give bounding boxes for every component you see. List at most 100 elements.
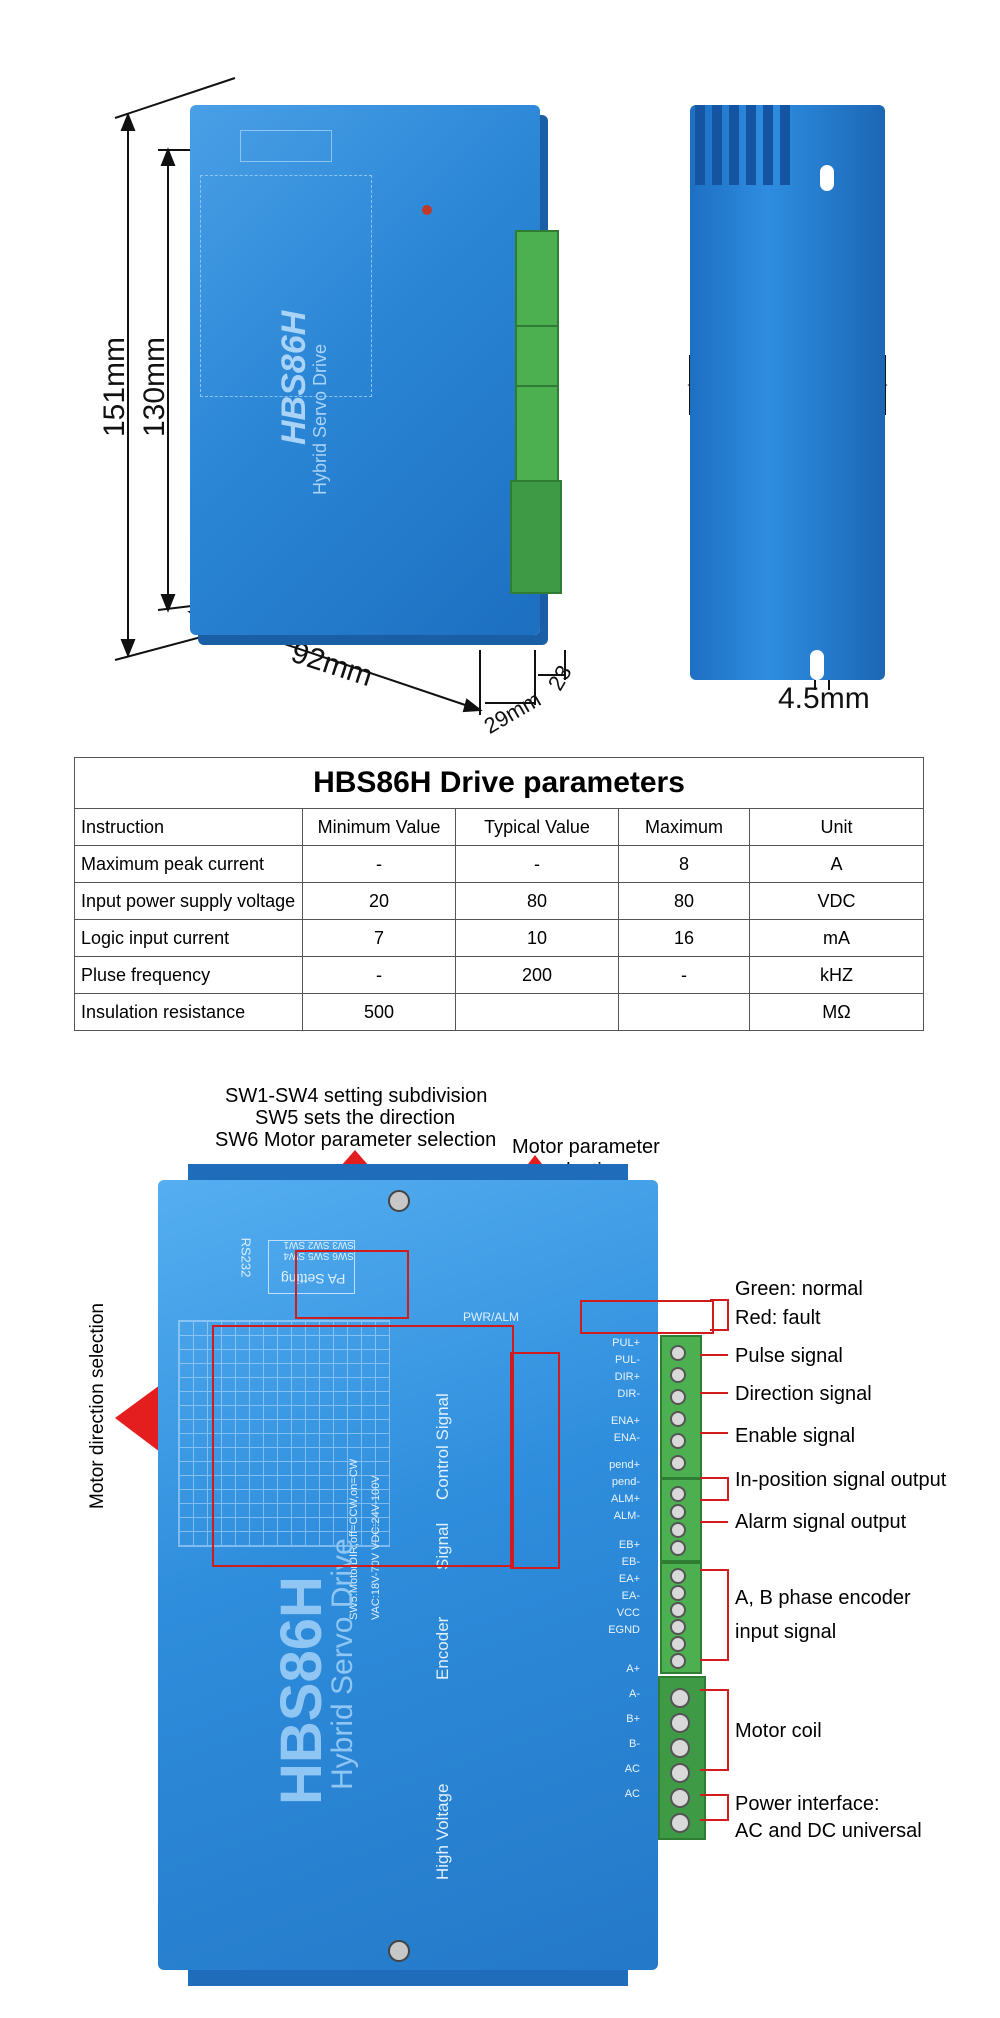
motor-coil-note: Motor coil <box>735 1720 822 1742</box>
pa-setting-highlight <box>295 1250 409 1319</box>
table-row: Logic input current 7 10 16 mA <box>74 919 924 957</box>
pin-label: EB- <box>621 1556 640 1568</box>
led-green-note: Green: normal <box>735 1278 863 1300</box>
pin-label: A+ <box>626 1663 640 1675</box>
terminal-block-control <box>515 230 559 329</box>
in-position-note: In-position signal output <box>735 1469 947 1491</box>
pin-label: ENA- <box>613 1432 640 1444</box>
caption-sw5: SW5 sets the direction <box>255 1107 456 1129</box>
drive-side-view <box>690 105 885 680</box>
pa-setting-panel: SW6 SW5 SW4 SW3 SW2 SW1 PA Setting <box>268 1239 355 1294</box>
drive-subtitle: Hybrid Servo Drive <box>310 343 330 495</box>
drive-subtitle-large: Hybrid Servo Drive <box>326 1538 359 1790</box>
cell: - <box>455 845 619 883</box>
cell: 80 <box>455 882 619 920</box>
caption-motor-param-1: Motor parameter <box>512 1136 660 1158</box>
cell: - <box>302 845 456 883</box>
drive-model-large: HBS86H <box>269 1576 334 1805</box>
cell: Input power supply voltage <box>74 882 303 920</box>
drive-front-view: HBS86H Hybrid Servo Drive <box>190 105 540 635</box>
rs232-label: RS232 <box>238 1237 254 1278</box>
bottom-screw-icon <box>388 1940 410 1962</box>
pin-label: ENA+ <box>610 1415 640 1427</box>
pulse-table-outline <box>200 175 372 397</box>
pin-label: B+ <box>626 1713 640 1725</box>
cell: - <box>302 956 456 994</box>
voltage-note-highlight <box>510 1352 560 1569</box>
pin-label: DIR+ <box>614 1371 640 1383</box>
cell: 20 <box>302 882 456 920</box>
terminal-block-power <box>510 480 562 594</box>
pin-label: PUL+ <box>612 1337 640 1349</box>
top-flange <box>188 1164 628 1180</box>
header-typical: Typical Value <box>455 808 619 846</box>
header-unit: Unit <box>749 808 924 846</box>
table-row: Insulation resistance 500 MΩ <box>74 993 924 1031</box>
pulse-signal-note: Pulse signal <box>735 1345 843 1367</box>
pin-label: EA+ <box>618 1573 640 1585</box>
pin-label: pend+ <box>609 1459 640 1471</box>
pin-label: AC <box>624 1763 640 1775</box>
power-interface-note-2: AC and DC universal <box>735 1820 922 1842</box>
table-row: Input power supply voltage 20 80 80 VDC <box>74 882 924 920</box>
cell: 16 <box>618 919 750 957</box>
pulse-table-highlight <box>212 1325 514 1567</box>
top-screw-icon <box>388 1190 410 1212</box>
pulse-rev-table <box>178 1320 390 1547</box>
pwr-alm-highlight <box>580 1300 714 1334</box>
terminal-block-signal <box>515 325 559 389</box>
cell: 80 <box>618 882 750 920</box>
pin-label: B- <box>629 1738 640 1750</box>
led-red-note: Red: fault <box>735 1307 821 1329</box>
cell: - <box>618 956 750 994</box>
terminal-block-encoder <box>515 385 559 484</box>
drive-model: HBS86H <box>275 310 313 445</box>
cell <box>618 993 750 1031</box>
pin-label: DIR- <box>617 1388 640 1400</box>
control-pin-labels: PUL+ PUL- DIR+ DIR- ENA+ ENA- pend+ pend… <box>592 1335 640 1807</box>
mount-hole-bottom <box>810 650 824 680</box>
table-row: Pluse frequency - 200 - kHZ <box>74 956 924 994</box>
dim-height-outer: 151mm <box>98 336 132 438</box>
caption-sw1-sw4: SW1-SW4 setting subdivision <box>225 1085 488 1107</box>
pin-label: VCC <box>616 1607 640 1619</box>
pin-label: EA- <box>621 1590 640 1602</box>
pin-label: A- <box>629 1688 640 1700</box>
table-row: Maximum peak current - - 8 A <box>74 845 924 883</box>
cell: Maximum peak current <box>74 845 303 883</box>
parameters-table: HBS86H Drive parameters Instruction Mini… <box>74 757 924 1031</box>
caption-sw6: SW6 Motor parameter selection <box>215 1129 497 1151</box>
cell: 8 <box>618 845 750 883</box>
cell: mA <box>749 919 924 957</box>
pin-label: ALM- <box>613 1510 640 1522</box>
pwr-alm-label: PWR/ALM <box>463 1310 520 1324</box>
table-title: HBS86H Drive parameters <box>74 757 924 809</box>
table-header-row: Instruction Minimum Value Typical Value … <box>74 808 924 846</box>
header-min: Minimum Value <box>302 808 456 846</box>
cell: 7 <box>302 919 456 957</box>
header-max: Maximum <box>618 808 750 846</box>
encoder-note-2: input signal <box>735 1621 837 1643</box>
mount-hole-top <box>820 165 834 191</box>
pin-label: ALM+ <box>610 1493 640 1505</box>
direction-signal-note: Direction signal <box>735 1383 872 1405</box>
pin-label: AC <box>624 1788 640 1800</box>
pin-label: EGND <box>608 1624 640 1636</box>
cell: A <box>749 845 924 883</box>
cell <box>455 993 619 1031</box>
header-instruction: Instruction <box>74 808 303 846</box>
pin-label: EB+ <box>618 1539 640 1551</box>
pin-label: PUL- <box>614 1354 640 1366</box>
cell: Logic input current <box>74 919 303 957</box>
annotation-brackets <box>700 1299 729 1821</box>
status-led <box>422 205 432 215</box>
pa-setting-box <box>240 130 332 162</box>
dim-hole: 4.5mm <box>778 682 870 715</box>
enable-signal-note: Enable signal <box>735 1425 856 1447</box>
cell: 500 <box>302 993 456 1031</box>
cell: kHZ <box>749 956 924 994</box>
bottom-flange <box>188 1970 628 1986</box>
cell: Insulation resistance <box>74 993 303 1031</box>
encoder-note-1: A, B phase encoder <box>735 1587 911 1609</box>
cell: VDC <box>749 882 924 920</box>
